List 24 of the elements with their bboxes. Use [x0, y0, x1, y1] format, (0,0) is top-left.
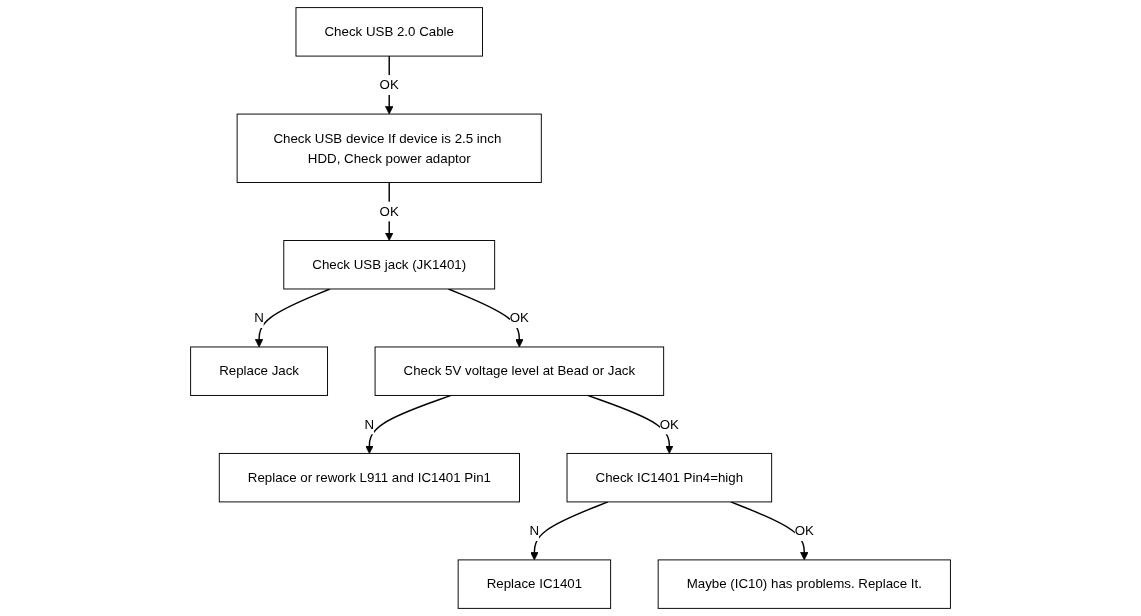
node-box: Check IC1401 Pin4=high [566, 452, 773, 503]
edge-label: N [254, 309, 264, 326]
edge-label: OK [379, 203, 399, 219]
arrow [385, 181, 394, 241]
node-box: Replace IC1401 [457, 559, 612, 609]
node-box: Check 5V voltage level at Bead or Jack [374, 346, 665, 396]
edge-label: N [364, 416, 375, 432]
node-box: Check USB jack (JK1401) [283, 240, 496, 290]
node-box: Maybe (IC10) has problems. Replace It. [657, 559, 951, 609]
arrow [447, 288, 524, 348]
edge-label: N [529, 522, 540, 539]
edge-label: OK [379, 77, 399, 93]
node-box: Replace or rework L911 and IC1401 Pin1 [218, 452, 520, 503]
arrow [730, 501, 809, 561]
arrow [530, 501, 609, 561]
node-box: Replace Jack [190, 346, 328, 396]
edge-label: OK [794, 522, 814, 539]
node-box: Check USB device If device is 2.5 inch HDD, Check power adaptor [236, 113, 542, 183]
edge-label: OK [659, 416, 679, 432]
arrow [254, 288, 331, 348]
node-box: Check USB 2.0 Cable [295, 7, 483, 57]
arrow [365, 394, 452, 454]
edge-label: OK [509, 309, 529, 326]
arrow [385, 55, 394, 115]
